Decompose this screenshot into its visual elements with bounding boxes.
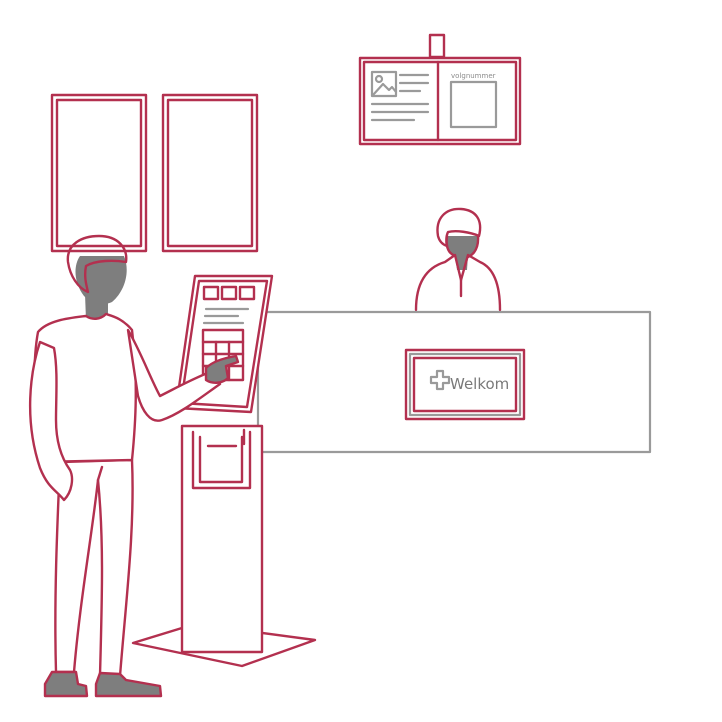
- queue-number-label: volgnummer: [451, 72, 496, 80]
- queue-display-sign: volgnummer: [358, 33, 522, 146]
- reception-desk: Welkom: [256, 310, 652, 454]
- cross-icon: [429, 369, 451, 391]
- queue-number-box: [449, 80, 498, 129]
- check-in-kiosk: [131, 274, 317, 668]
- image-icon: [370, 70, 398, 98]
- wall-panel-left: [50, 93, 148, 253]
- visitor: [28, 234, 240, 698]
- welcome-label: Welkom: [450, 375, 509, 393]
- wall-panel-right: [161, 93, 259, 253]
- receptionist: [414, 207, 502, 312]
